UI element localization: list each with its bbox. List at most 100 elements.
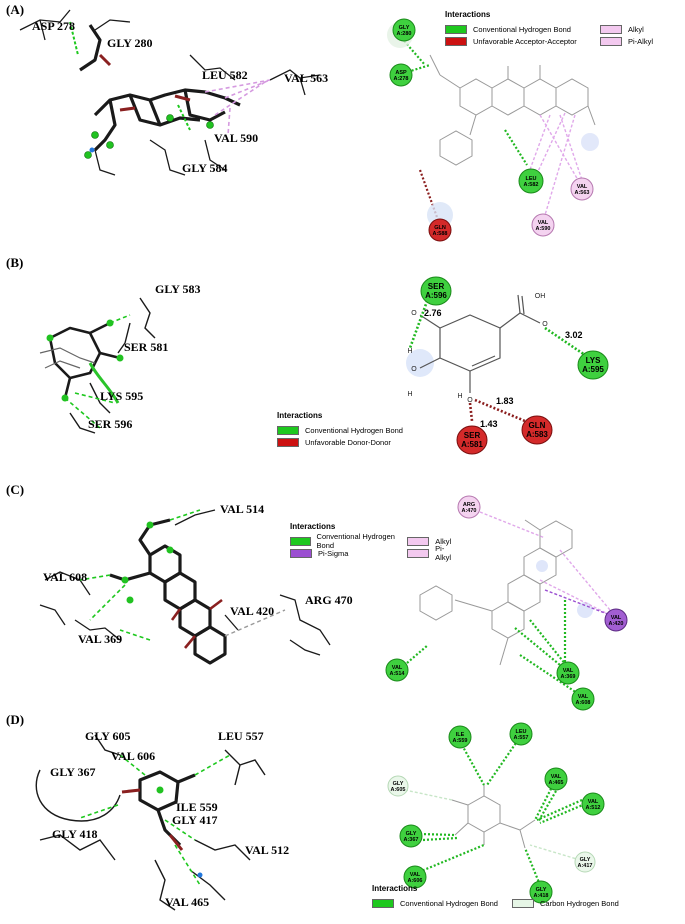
residue-label: LEU 582 — [202, 68, 248, 82]
legend-item: Conventional Hydrogen Bond — [277, 424, 447, 436]
residue-node: VAL A:608 — [571, 687, 595, 711]
node-label-bottom: A:606 — [408, 878, 423, 884]
distance-label: 2.76 — [424, 308, 442, 318]
panel-a: (A) — [0, 0, 685, 250]
node-label-bottom: A:367 — [404, 837, 419, 843]
legend-item: Pi-Sigma — [290, 547, 407, 559]
node-label-top: GLN — [434, 225, 446, 231]
node-label-top: GLY — [399, 25, 410, 31]
node-label-bottom: A:559 — [453, 738, 468, 744]
node-label-top: ASP — [395, 70, 407, 76]
residue-label: LEU 557 — [218, 729, 264, 743]
legend-item: Carbon Hydrogen Bond — [512, 897, 619, 909]
svg-text:O: O — [467, 397, 473, 404]
residue-node: GLY A:367 — [399, 824, 423, 848]
node-label-top: SER — [464, 431, 481, 440]
residue-node: SER A:596 — [420, 276, 452, 306]
residue-node: SER A:581 — [456, 425, 488, 455]
node-label-top: GLY — [580, 857, 591, 863]
node-label-bottom: A:417 — [578, 863, 593, 869]
distance-label: 3.02 — [565, 330, 583, 340]
residue-label: VAL 512 — [245, 843, 289, 857]
node-label-top: VAL — [577, 184, 588, 190]
panel-c: (C) — [0, 480, 685, 711]
residue-node: ARG A:470 — [457, 495, 481, 519]
node-label-bottom: A:588 — [433, 231, 448, 237]
legend-title: Interactions — [277, 411, 323, 420]
legend-item: Conventional Hydrogen Bond — [372, 897, 512, 909]
residue-label: VAL 590 — [214, 131, 258, 145]
node-label-top: VAL — [392, 665, 403, 671]
node-label-bottom: A:581 — [461, 440, 483, 449]
panel-b: (B) GLY 583 SER 581 LYS 595 SER 596 — [0, 253, 685, 473]
legend-item: Unfavorable Donor-Donor — [277, 436, 447, 448]
residue-label: ARG 470 — [305, 593, 353, 607]
residue-node: VAL A:465 — [544, 767, 568, 791]
node-label-top: VAL — [410, 872, 421, 878]
residue-label: GLY 583 — [155, 282, 200, 296]
residue-node: GLN A:583 — [521, 415, 553, 445]
panel-a-2d-diagram: GLY A:280 ASP A:278 LEU A:582 GLN A:588 … — [387, 18, 599, 242]
legend-item: Conventional Hydrogen Bond — [290, 532, 407, 550]
residue-label: VAL 420 — [230, 604, 274, 618]
node-label-bottom: A:590 — [536, 226, 551, 232]
node-label-bottom: A:420 — [609, 621, 624, 627]
residue-node: ASP A:278 — [389, 63, 413, 87]
residue-label: GLY 584 — [182, 161, 227, 175]
residue-label: VAL 563 — [284, 71, 328, 85]
node-label-bottom: A:583 — [526, 430, 548, 439]
node-label-top: VAL — [538, 220, 549, 226]
node-label-bottom: A:470 — [462, 508, 477, 514]
panel-label: (C) — [6, 482, 25, 497]
residue-label: GLY 367 — [50, 765, 95, 779]
residue-label: ASP 278 — [32, 19, 75, 33]
panel-c-2d-diagram: ARG A:470 VAL A:420 VAL A:514 VAL A:369 … — [385, 495, 628, 711]
node-label-top: GLN — [529, 421, 546, 430]
node-label-top: VAL — [578, 694, 589, 700]
node-label-bottom: A:608 — [576, 700, 591, 706]
node-label-bottom: A:595 — [582, 365, 604, 374]
residue-label: GLY 280 — [107, 36, 152, 50]
residue-label: VAL 514 — [220, 502, 264, 516]
svg-text:H: H — [407, 348, 412, 355]
residue-node: GLY A:605 — [387, 775, 409, 797]
legend-item: Conventional Hydrogen Bond — [445, 23, 600, 35]
residue-label: VAL 369 — [78, 632, 122, 646]
panel-c-3d-view: VAL 514 VAL 608 VAL 420 ARG 470 VAL 369 — [39, 495, 628, 711]
residue-label: SER 581 — [124, 340, 168, 354]
interactions-legend: Interactions Conventional Hydrogen Bond … — [372, 884, 632, 909]
legend-title: Interactions — [445, 10, 491, 19]
node-label-top: LEU — [516, 729, 527, 735]
node-label-top: LYS — [586, 356, 601, 365]
residue-node: ILE A:559 — [448, 725, 472, 749]
legend-item: Unfavorable Acceptor-Acceptor — [445, 35, 600, 47]
residue-label: GLY 417 — [172, 813, 217, 827]
node-label-bottom: A:280 — [397, 31, 412, 37]
node-label-top: VAL — [563, 668, 574, 674]
residue-node: GLY A:280 — [392, 18, 416, 42]
svg-text:O: O — [411, 310, 417, 317]
residue-node: VAL A:590 — [531, 213, 555, 237]
residue-node: VAL A:563 — [570, 177, 594, 201]
residue-label: GLY 418 — [52, 827, 97, 841]
distance-label: 1.43 — [480, 419, 498, 429]
residue-label: LYS 595 — [100, 389, 143, 403]
residue-node: GLY A:417 — [574, 851, 596, 873]
legend-item: Alkyl — [407, 535, 460, 547]
node-label-bottom: A:418 — [534, 893, 549, 899]
node-label-top: VAL — [611, 615, 622, 621]
node-label-bottom: A:369 — [561, 674, 576, 680]
residue-node: VAL A:514 — [385, 658, 409, 682]
node-label-top: GLY — [393, 781, 404, 787]
svg-text:H: H — [407, 391, 412, 398]
node-label-bottom: A:596 — [425, 291, 447, 300]
residue-label: VAL 465 — [165, 895, 209, 909]
legend-title: Interactions — [372, 884, 418, 893]
node-label-top: SER — [428, 282, 445, 291]
panel-b-3d-view: GLY 583 SER 581 LYS 595 SER 596 OH O O H… — [39, 276, 609, 455]
node-label-bottom: A:465 — [549, 780, 564, 786]
panel-d-3d-view: GLY 605 LEU 557 VAL 606 GLY 367 ILE 559 … — [35, 722, 605, 911]
svg-text:H: H — [457, 393, 462, 400]
residue-label: ILE 559 — [176, 800, 218, 814]
residue-node: GLN A:588 — [428, 218, 452, 242]
